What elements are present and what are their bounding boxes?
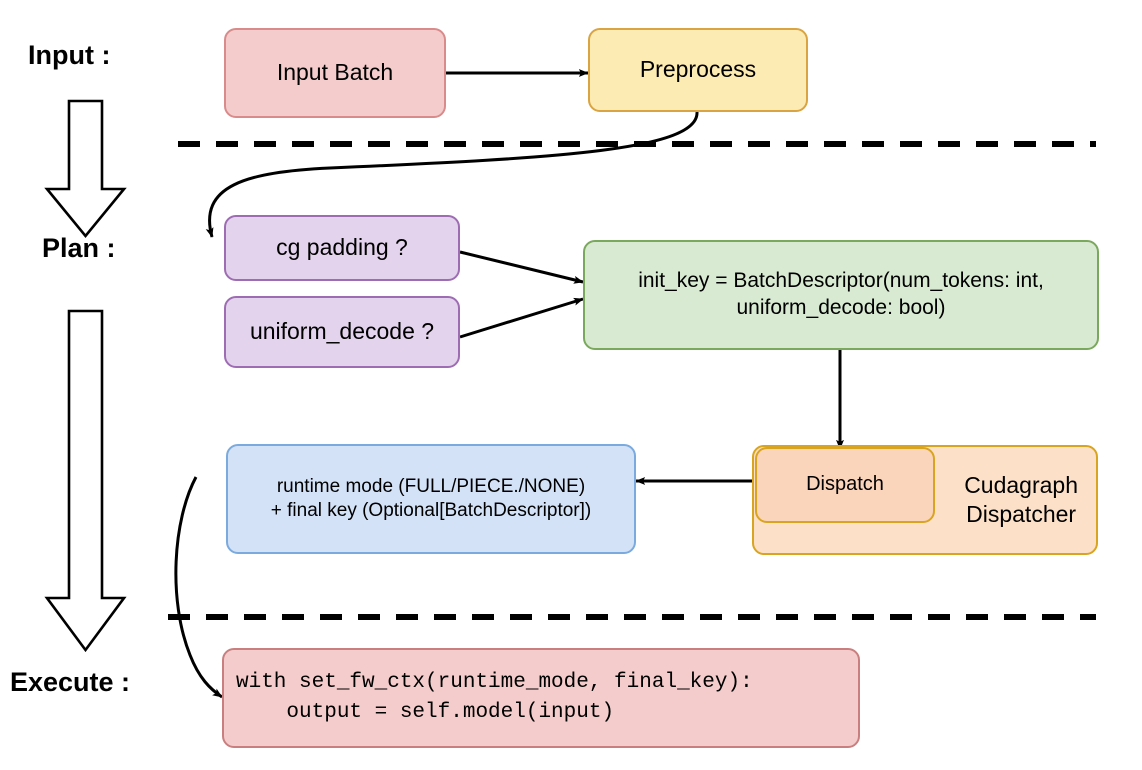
uniform-decode-to-init-key-arrow	[459, 297, 584, 339]
node-input-batch[interactable]: Input Batch	[224, 28, 446, 118]
node-runtime-mode[interactable]: runtime mode (FULL/PIECE./NONE) + final …	[226, 444, 636, 554]
node-execute-code[interactable]: with set_fw_ctx(runtime_mode, final_key)…	[222, 648, 860, 748]
node-preprocess[interactable]: Preprocess	[588, 28, 808, 112]
stage-label-execute: Execute :	[10, 667, 131, 697]
node-cg-padding[interactable]: cg padding ?	[224, 215, 460, 281]
node-uniform-decode[interactable]: uniform_decode ?	[224, 296, 460, 368]
stage-label-input: Input :	[28, 40, 111, 70]
stage-label-plan: Plan :	[42, 233, 116, 263]
runtime-mode-to-execute-code-arrow	[174, 476, 223, 699]
input-to-plan-block-arrow	[44, 99, 127, 239]
node-init-key[interactable]: init_key = BatchDescriptor(num_tokens: i…	[583, 240, 1099, 350]
plan-to-execute-block-arrow	[44, 309, 127, 653]
cg-padding-to-init-key-arrow	[459, 250, 584, 284]
node-dispatch[interactable]: Dispatch	[755, 447, 935, 523]
